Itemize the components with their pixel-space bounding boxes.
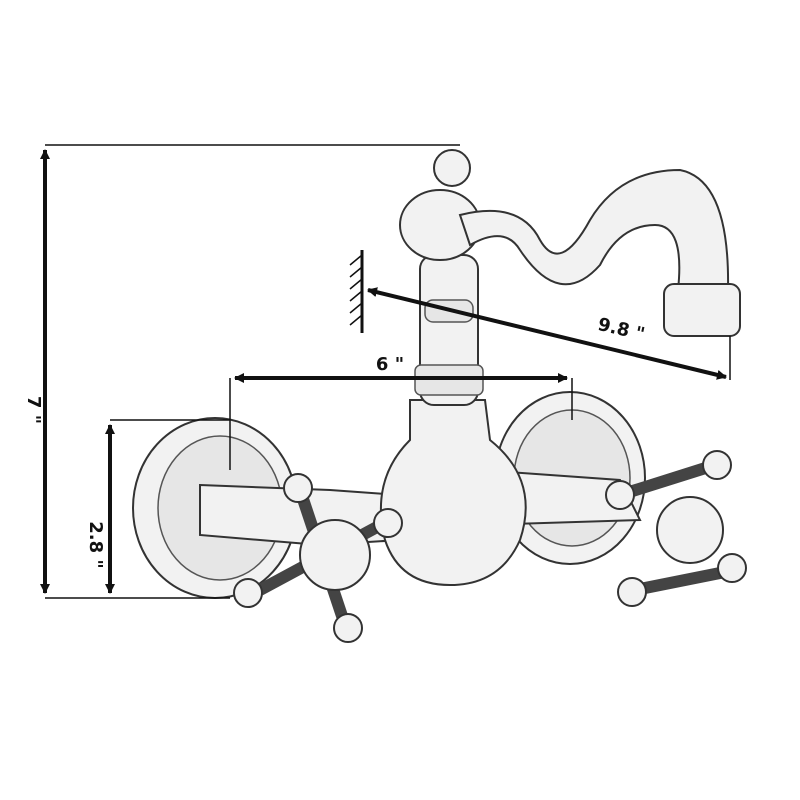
left-cross-handle [233,473,403,643]
faucet-body [379,399,527,587]
label-spout-reach: 9.8 " [596,314,647,345]
faucet-illustration [132,149,747,643]
right-cross-handle [605,450,747,607]
wall-symbol [349,250,364,333]
spout [458,168,730,291]
label-plate-height: 2.8 " [85,521,106,569]
spout-aerator [663,283,741,337]
dimension-lines [40,144,731,599]
top-finial [433,149,471,187]
label-center-distance: 6 " [376,354,404,375]
reach-9-8-arrow [367,287,727,380]
label-total-height: 7 " [23,396,44,424]
